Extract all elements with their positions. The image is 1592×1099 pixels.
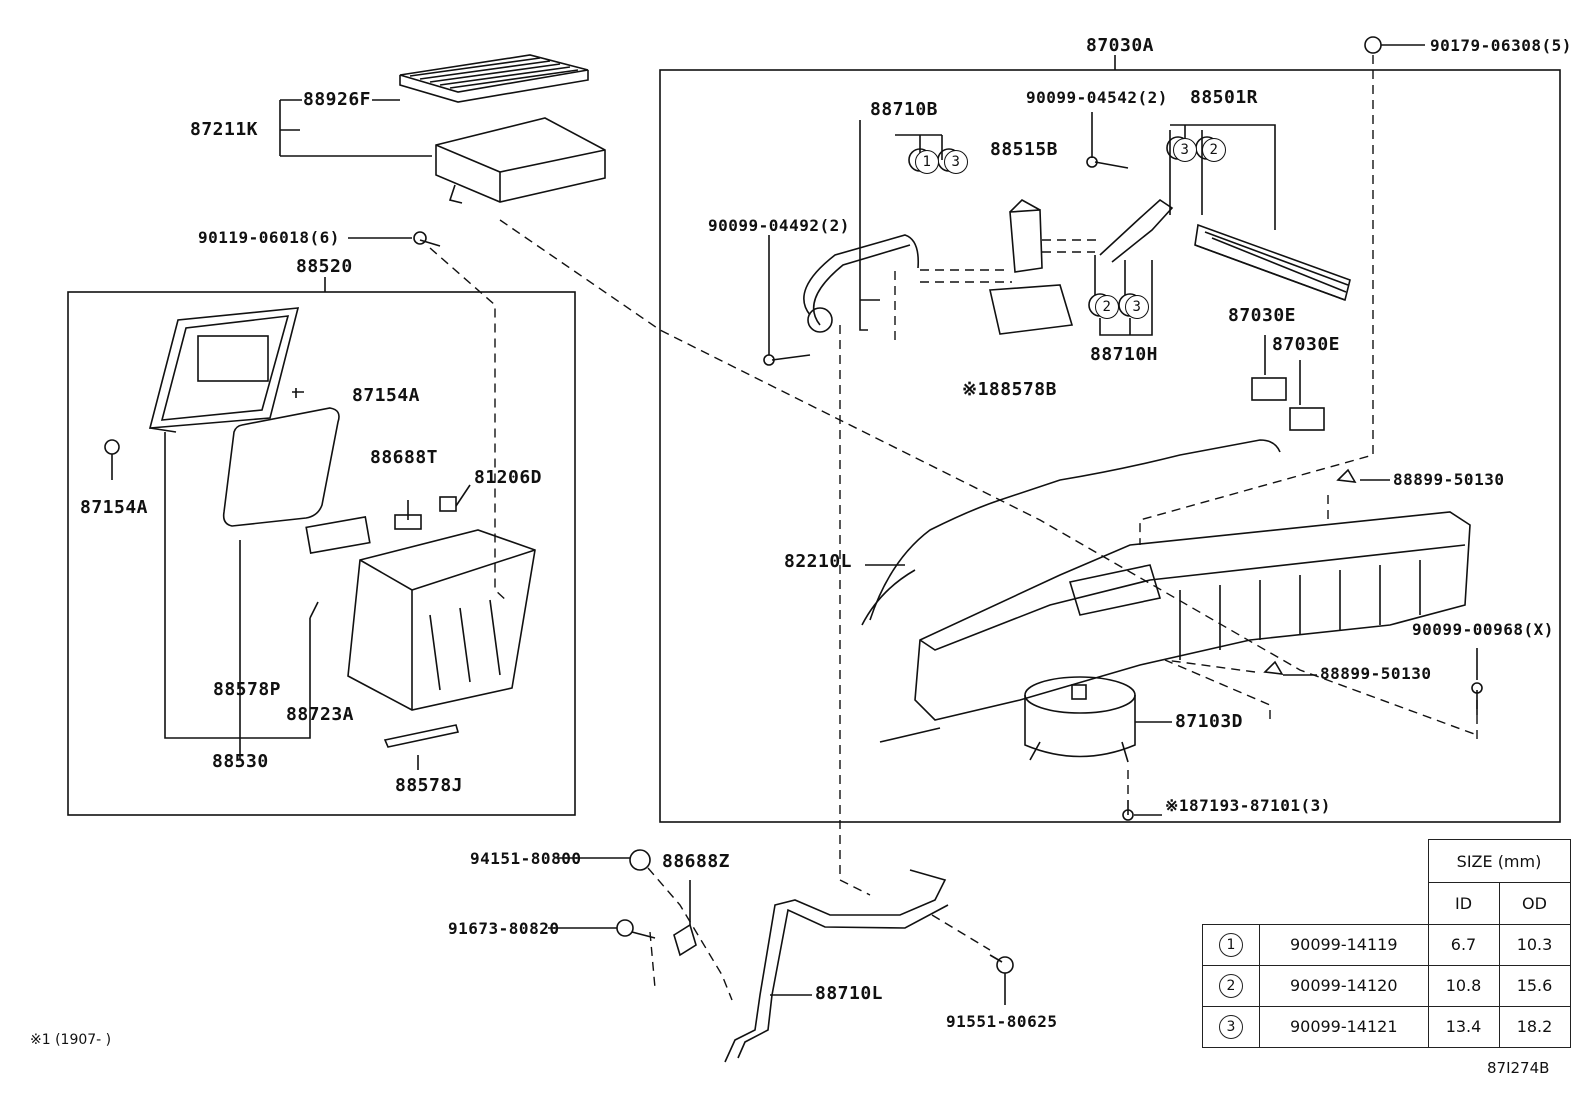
screw-90119-shape: [419, 239, 441, 247]
label-88723A: 88723A: [286, 704, 355, 725]
label-91673-80820: 91673-80820: [448, 919, 560, 938]
screw-87154A-shapes: [104, 388, 304, 480]
table-od: 15.6: [1498, 964, 1571, 1007]
label-90119-06018: 90119-06018(6): [198, 228, 340, 247]
table-id: 6.7: [1427, 923, 1500, 966]
table-ref-1: 1: [1219, 932, 1243, 957]
clip-81206D-shape: [439, 496, 457, 512]
pipe-88710H-shape: [1099, 198, 1174, 263]
nut-94151-shape: [629, 849, 651, 871]
cabin-filter-shape: [399, 54, 589, 103]
label-88578J: 88578J: [395, 775, 464, 796]
label-88578P: 88578P: [213, 679, 282, 700]
label-88710H: 88710H: [1090, 344, 1159, 365]
bolt-90099-04542-shape: [1094, 161, 1129, 169]
label-94151-80800: 94151-80800: [470, 849, 582, 868]
label-87193-87101: ※187193-87101(3): [1165, 796, 1331, 815]
label-91551-80625: 91551-80625: [946, 1012, 1058, 1031]
oring-size-table: SIZE (mm) ID OD 1 90099-14119 6.7 10.3 2…: [1202, 839, 1571, 1048]
label-87030E-1: 87030E: [1228, 305, 1297, 326]
label-88710B: 88710B: [870, 99, 939, 120]
door-panel-shape: [148, 307, 300, 429]
gasket-ring-shape: [222, 407, 340, 527]
table-part: 90099-14120: [1259, 964, 1429, 1007]
group-box-88520: [67, 291, 576, 816]
clip-88899-b-shape: [1263, 660, 1284, 675]
evaporator-88501R-shape: [1194, 223, 1351, 302]
table-row: 2 90099-14120 10.8 15.6: [1202, 964, 1571, 1007]
label-88926F: 88926F: [303, 89, 372, 110]
label-82210L: 82210L: [784, 551, 853, 572]
label-88515B: 88515B: [990, 139, 1059, 160]
blower-case-shape: [347, 529, 536, 711]
filter-housing-shape: [435, 117, 606, 204]
dashed-guide-lines: [429, 55, 1478, 1001]
table-ref-2: 2: [1219, 973, 1243, 998]
label-88688T: 88688T: [370, 447, 439, 468]
label-88899-50130-b: 88899-50130: [1320, 664, 1432, 683]
label-87211K: 87211K: [190, 119, 259, 140]
blower-motor-87103D-shape: [1024, 676, 1136, 763]
label-87030A: 87030A: [1086, 35, 1155, 56]
footnote: ※1 (1907- ): [30, 1032, 112, 1048]
label-88530: 88530: [212, 751, 269, 772]
clip-88899-a-shape: [1336, 468, 1357, 483]
table-part: 90099-14121: [1259, 1005, 1429, 1048]
label-87030E-2: 87030E: [1272, 334, 1341, 355]
size-table-title: SIZE (mm): [1427, 839, 1571, 883]
pipe-88710B-shape: [803, 234, 920, 333]
label-88501R: 88501R: [1190, 87, 1259, 108]
diagram-id: 87I274B: [1487, 1059, 1550, 1077]
label-88578B: ※188578B: [962, 379, 1057, 400]
bracket-88688Z-shape: [673, 923, 697, 957]
label-88710L: 88710L: [815, 983, 884, 1004]
pipe-88710L-shape: [724, 869, 949, 1063]
label-81206D: 81206D: [474, 467, 543, 488]
bolt-91673-shape: [616, 919, 634, 937]
expansion-valve-88515B-shape: [1009, 199, 1043, 273]
actuator-87030E-a-shape: [1251, 377, 1287, 401]
pad-88723A-shape: [305, 516, 371, 554]
callout-3-88501R: 3: [1173, 138, 1197, 162]
hvac-unit-shape: [879, 511, 1471, 743]
callout-1-88710B: 1: [915, 150, 939, 174]
table-id: 13.4: [1427, 1005, 1500, 1048]
bracket-87211K: [279, 99, 432, 157]
callout-3-88710H: 3: [1125, 295, 1149, 319]
wire-harness-82210L-shape: [869, 439, 1281, 621]
pad-88578B-shape: [989, 284, 1074, 335]
label-88899-50130-a: 88899-50130: [1393, 470, 1505, 489]
label-90179-06308: 90179-06308(5): [1430, 36, 1572, 55]
callout-2-88501R: 2: [1202, 138, 1226, 162]
table-part: 90099-14119: [1259, 923, 1429, 966]
label-90099-04542: 90099-04542(2): [1026, 88, 1168, 107]
bolt-91551-shape: [996, 956, 1014, 974]
size-table-col-od: OD: [1498, 882, 1571, 925]
nut-90179-shape: [1364, 36, 1382, 54]
label-90099-04492: 90099-04492(2): [708, 216, 850, 235]
seal-88578J-shape: [383, 724, 460, 748]
table-od: 10.3: [1498, 923, 1571, 966]
bracket-88530: [164, 432, 319, 760]
table-id: 10.8: [1427, 964, 1500, 1007]
label-87154A-left: 87154A: [80, 497, 149, 518]
table-ref-3: 3: [1219, 1014, 1243, 1039]
table-row: 1 90099-14119 6.7 10.3: [1202, 923, 1571, 966]
label-87154A-top: 87154A: [352, 385, 421, 406]
table-row: 3 90099-14121 13.4 18.2: [1202, 1005, 1571, 1048]
table-od: 18.2: [1498, 1005, 1571, 1048]
label-87103D: 87103D: [1175, 711, 1244, 732]
callout-2-88710H: 2: [1095, 295, 1119, 319]
label-88688Z: 88688Z: [662, 851, 731, 872]
actuator-87030E-b-shape: [1289, 407, 1325, 431]
size-table-col-id: ID: [1427, 882, 1500, 925]
bolt-90099-04492-shape: [771, 354, 811, 361]
label-88520: 88520: [296, 256, 353, 277]
group-box-87030A: [659, 69, 1561, 823]
callout-3-88710B: 3: [944, 150, 968, 174]
label-90099-00968: 90099-00968(X): [1412, 620, 1554, 639]
